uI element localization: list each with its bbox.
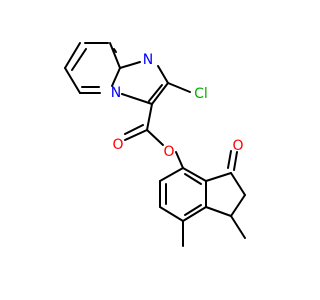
bond — [64, 67, 81, 94]
bond — [184, 173, 202, 185]
atom-label-n: N — [143, 52, 153, 68]
bond — [64, 42, 81, 69]
atom-label-o: O — [163, 144, 174, 160]
bond — [167, 82, 191, 93]
bond — [182, 206, 207, 222]
bond — [233, 151, 238, 171]
atom-label-o: O — [112, 137, 123, 153]
structure-drawing: N N Cl O O O — [64, 42, 246, 247]
atom-label-o: O — [232, 138, 243, 154]
bond — [227, 150, 232, 169]
bond — [124, 129, 148, 141]
bond — [111, 67, 121, 87]
bond — [182, 167, 207, 182]
bond — [175, 151, 184, 169]
bond — [151, 82, 169, 105]
bond — [230, 194, 246, 217]
bond — [146, 103, 153, 131]
bond — [148, 84, 163, 102]
bond — [159, 167, 184, 182]
bond — [71, 48, 87, 71]
bond — [113, 48, 117, 53]
bond — [119, 61, 141, 69]
atom-label-cl: Cl — [194, 86, 208, 102]
bond — [159, 206, 184, 222]
bond — [230, 172, 246, 196]
bond — [109, 42, 121, 69]
bond — [121, 93, 153, 105]
bond — [205, 206, 232, 217]
molecule-diagram: N N Cl O O O — [64, 42, 246, 247]
bond — [157, 65, 169, 84]
bond — [146, 129, 164, 146]
bond — [184, 204, 202, 216]
bond — [205, 172, 232, 182]
bond — [230, 215, 246, 239]
atom-label-n: N — [111, 85, 121, 101]
bond — [124, 124, 144, 135]
